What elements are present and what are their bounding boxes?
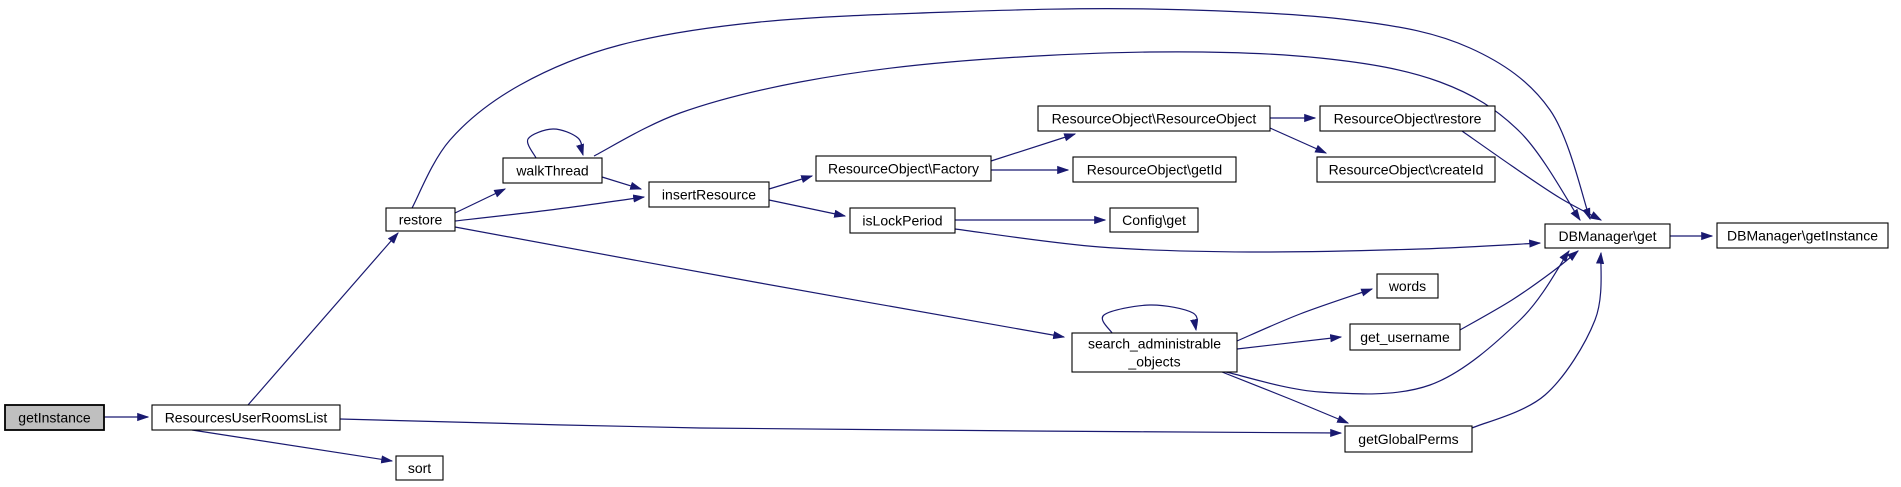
node-restore[interactable]: restore [385, 207, 456, 232]
node-box[interactable] [1349, 323, 1461, 351]
node-dbget[interactable]: DBManager\get [1544, 223, 1671, 249]
edge-restore-to-walkThread [454, 188, 507, 214]
node-box[interactable] [1344, 425, 1473, 453]
node-label: insertResource [662, 187, 756, 203]
edge-ResourcesUserRoomsList-to-sort [191, 429, 394, 464]
node-isLockPeriod[interactable]: isLockPeriod [849, 207, 956, 234]
node-box[interactable] [502, 157, 603, 184]
node-search[interactable]: search_administrable_objects [1071, 332, 1238, 373]
edge-search-to-get_username [1236, 334, 1343, 350]
edge-search-to-search [1101, 304, 1199, 334]
node-box[interactable] [849, 207, 956, 234]
node-box[interactable] [395, 455, 444, 481]
node-words[interactable]: words [1376, 273, 1439, 299]
edge-isLockPeriod-to-dbget [954, 228, 1542, 253]
edge-ro_restore-to-dbget [1461, 130, 1603, 221]
edge-search-to-words [1236, 288, 1374, 342]
edge-restore-to-search [454, 226, 1066, 340]
node-getGlobalPerms[interactable]: getGlobalPerms [1344, 425, 1473, 453]
node-label: get_username [1360, 329, 1450, 345]
node-box[interactable] [1716, 222, 1889, 249]
node-label: words [1388, 278, 1426, 294]
node-box[interactable] [815, 155, 992, 182]
edge-restore-to-insertResource [454, 194, 646, 222]
node-insertResource[interactable]: insertResource [648, 181, 770, 208]
node-label: walkThread [515, 163, 588, 179]
node-box[interactable] [648, 181, 770, 208]
edge-insertResource-to-factory [768, 175, 814, 190]
current-node-box [4, 404, 105, 431]
node-label: DBManager\get [1558, 228, 1656, 244]
node-config_get[interactable]: Config\get [1109, 207, 1199, 233]
node-get_username[interactable]: get_username [1349, 323, 1461, 351]
node-box[interactable] [1376, 273, 1439, 299]
node-box[interactable] [1037, 105, 1271, 132]
node-box[interactable] [1109, 207, 1199, 233]
edge-getGlobalPerms-to-dbget [1471, 251, 1605, 429]
node-label: ResourceObject\createId [1329, 162, 1484, 178]
edge-insertResource-to-isLockPeriod [768, 199, 847, 218]
node-getid[interactable]: ResourceObject\getId [1072, 156, 1237, 183]
node-walkThread[interactable]: walkThread [502, 157, 603, 184]
edge-ResourcesUserRoomsList-to-restore [247, 232, 399, 406]
node-box[interactable] [385, 207, 456, 232]
edge-search-to-dbget [1225, 250, 1570, 395]
node-box[interactable] [1072, 156, 1237, 183]
edge-get_username-to-dbget [1459, 250, 1579, 331]
edge-ResourcesUserRoomsList-to-getGlobalPerms [339, 418, 1343, 438]
edge-resourceobject-to-createid [1269, 127, 1328, 154]
node-sort[interactable]: sort [395, 455, 444, 481]
node-label: ResourceObject\ResourceObject [1052, 111, 1257, 127]
node-box[interactable] [1316, 156, 1496, 183]
edge-walkThread-to-walkThread [526, 128, 584, 159]
node-label: search_administrable_objects [1088, 336, 1221, 370]
node-factory[interactable]: ResourceObject\Factory [815, 155, 992, 182]
node-label: ResourceObject\getId [1087, 162, 1222, 178]
node-label: ResourceObject\Factory [828, 161, 979, 177]
node-box[interactable] [1544, 223, 1671, 249]
edge-walkThread-to-dbget [593, 51, 1581, 221]
edge-factory-to-resourceobject [990, 133, 1077, 162]
edge-restore-to-dbget [411, 8, 1591, 221]
node-box[interactable] [1319, 105, 1496, 132]
node-label: sort [408, 460, 431, 476]
node-label: Config\get [1122, 212, 1186, 228]
node-dbgetinstance[interactable]: DBManager\getInstance [1716, 222, 1889, 249]
node-resourceobject[interactable]: ResourceObject\ResourceObject [1037, 105, 1271, 132]
edge-walkThread-to-insertResource [601, 176, 643, 190]
node-label: isLockPeriod [862, 213, 942, 229]
node-label: DBManager\getInstance [1727, 228, 1878, 244]
node-label: ResourcesUserRoomsList [165, 410, 328, 426]
node-ResourcesUserRoomsList[interactable]: ResourcesUserRoomsList [151, 404, 341, 431]
node-box[interactable] [1071, 332, 1238, 373]
node-label: getInstance [18, 410, 91, 426]
node-label: restore [399, 212, 443, 228]
node-createid[interactable]: ResourceObject\createId [1316, 156, 1496, 183]
node-box[interactable] [151, 404, 341, 431]
node-ro_restore[interactable]: ResourceObject\restore [1319, 105, 1496, 132]
node-label: ResourceObject\restore [1334, 111, 1482, 127]
node-getInstance: getInstance [4, 404, 105, 431]
node-label: getGlobalPerms [1358, 431, 1458, 447]
edge-search-to-getGlobalPerms [1221, 371, 1350, 424]
